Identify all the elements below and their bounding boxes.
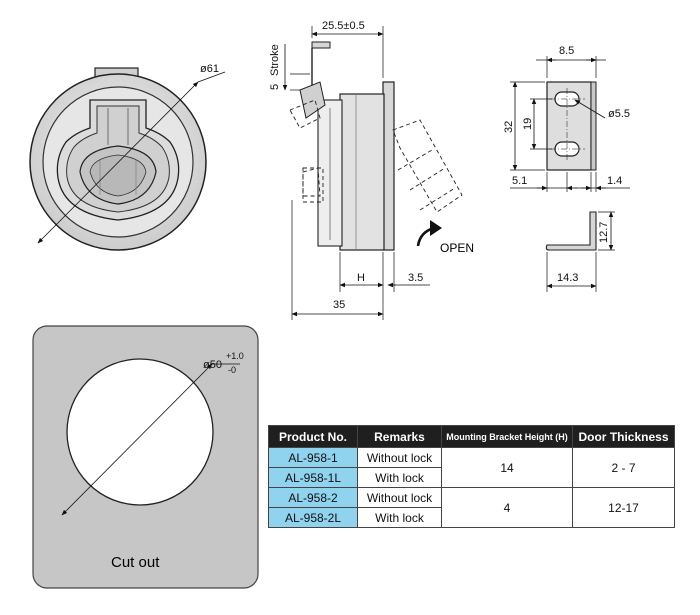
bracket-32-label: 32 (503, 121, 515, 133)
stroke-label: Stroke (269, 44, 281, 76)
height-cell: 14 (441, 447, 573, 488)
bracket-19-label: 19 (522, 118, 534, 130)
overall-35-label: 35 (333, 299, 345, 311)
product-cell: AL-958-1L (268, 467, 358, 488)
header-remarks: Remarks (357, 425, 442, 448)
thickness-cell: 2 - 7 (572, 447, 675, 488)
top-diameter-label: ø61 (200, 63, 219, 75)
product-cell: AL-958-2 (268, 487, 358, 508)
header-product: Product No. (268, 425, 358, 448)
table-row: AL-958-2 Without lock 4 12-17 (268, 487, 675, 528)
height-cell: 4 (441, 487, 573, 528)
product-cell: AL-958-1 (268, 447, 358, 468)
header-door-thickness: Door Thickness (572, 425, 675, 448)
cutout-diameter-label: ø50 (203, 359, 222, 371)
gap-3-5-label: 3.5 (408, 272, 423, 284)
bracket-12-7-label: 12.7 (598, 222, 610, 243)
bracket-5-1-label: 5.1 (512, 175, 527, 187)
spec-table: Product No. Remarks Mounting Bracket Hei… (268, 425, 675, 528)
header-bracket-height: Mounting Bracket Height (H) (441, 425, 573, 448)
thickness-cell: 12-17 (572, 487, 675, 528)
table-header-row: Product No. Remarks Mounting Bracket Hei… (268, 425, 675, 448)
table-row: AL-958-1 Without lock 14 2 - 7 (268, 447, 675, 488)
cutout-tol-minus: -0 (228, 365, 236, 375)
open-label: OPEN (440, 241, 474, 255)
cutout-tol-plus: +1.0 (226, 351, 244, 361)
table-row: AL-958-2L With lock (268, 507, 675, 528)
cutout-title: Cut out (111, 554, 160, 571)
remark-cell: Without lock (357, 447, 442, 468)
remark-cell: With lock (357, 507, 442, 528)
h-label: H (357, 272, 365, 284)
stroke-value: 5 (269, 84, 281, 90)
remark-cell: Without lock (357, 487, 442, 508)
cutout-view: ø50 +1.0 -0 Cut out (32, 325, 259, 589)
width-25-5-label: 25.5±0.5 (322, 20, 365, 32)
top-view: ø61 (29, 63, 226, 251)
bracket-14-3-label: 14.3 (557, 272, 578, 284)
bracket-view: 8.5 32 19 ø5.5 5.1 1.4 12.7 (503, 45, 630, 292)
bracket-8-5-label: 8.5 (559, 45, 574, 57)
table-row: AL-958-1L With lock (268, 467, 675, 488)
bracket-1-4-label: 1.4 (607, 175, 622, 187)
product-cell: AL-958-2L (268, 507, 358, 528)
hole-diameter-label: ø5.5 (608, 108, 630, 120)
side-view: OPEN 25.5±0.5 Stroke 5 H 3.5 35 (269, 20, 474, 320)
remark-cell: With lock (357, 467, 442, 488)
